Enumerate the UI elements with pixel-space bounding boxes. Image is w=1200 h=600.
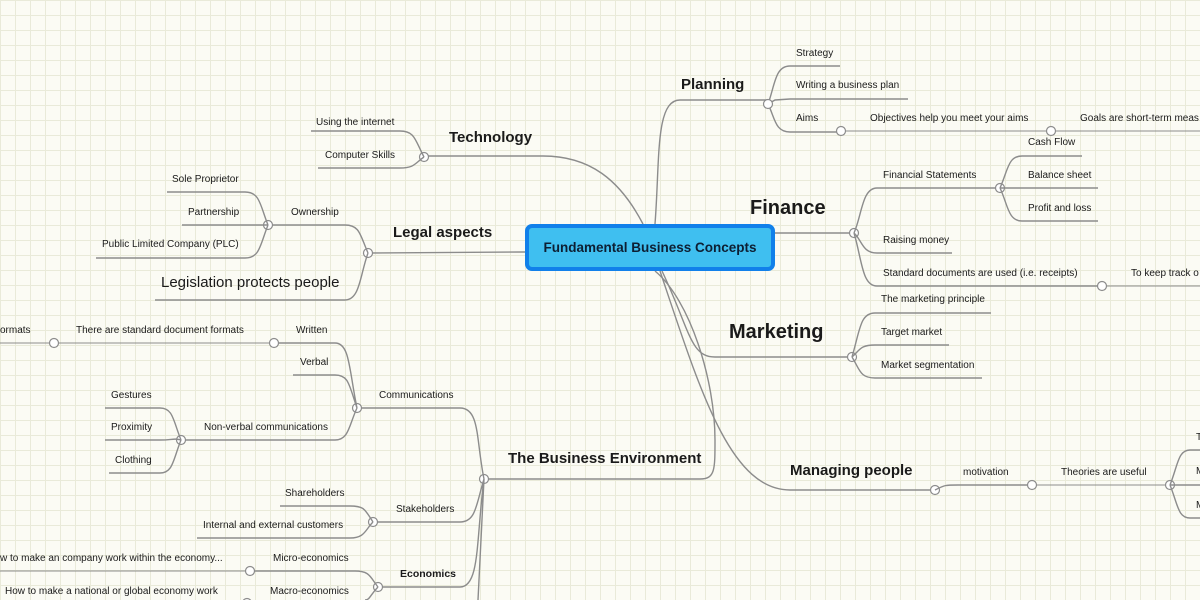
marketing-connector xyxy=(851,312,991,379)
legal-connector xyxy=(155,224,369,301)
communications-label[interactable]: Communications xyxy=(379,390,453,401)
planning-business-plan[interactable]: Writing a business plan xyxy=(796,80,899,91)
communications-written[interactable]: Written xyxy=(296,325,328,336)
business-env-connector xyxy=(357,407,485,600)
managing-cut-label-3: M xyxy=(1196,500,1200,511)
managing-theories[interactable]: Theories are useful xyxy=(1061,467,1147,478)
technology-label[interactable]: Technology xyxy=(449,129,533,146)
legal-ownership[interactable]: Ownership xyxy=(291,207,339,218)
planning-strategy[interactable]: Strategy xyxy=(796,48,833,59)
economics-macro[interactable]: Macro-economics xyxy=(270,586,349,597)
economics-micro-detail[interactable]: w to make an company work within the eco… xyxy=(0,553,223,564)
ownership-connector xyxy=(96,191,269,259)
finance-profit-loss[interactable]: Profit and loss xyxy=(1028,203,1091,214)
stakeholders-connector xyxy=(197,505,374,539)
written-collapse-knob[interactable] xyxy=(268,337,280,349)
planning-branch: Planning Strategy Writing a business pla… xyxy=(681,48,1200,137)
stakeholders-label[interactable]: Stakeholders xyxy=(396,504,454,515)
finance-cash-flow[interactable]: Cash Flow xyxy=(1028,137,1076,148)
economics-micro[interactable]: Micro-economics xyxy=(273,553,349,564)
legal-label[interactable]: Legal aspects xyxy=(393,224,492,241)
marketing-target-market[interactable]: Target market xyxy=(881,327,942,338)
finance-standard-documents[interactable]: Standard documents are used (i.e. receip… xyxy=(883,268,1078,279)
micro-collapse-knob[interactable] xyxy=(244,565,256,577)
managing-people-label[interactable]: Managing people xyxy=(790,462,913,479)
branch-business-environment xyxy=(484,270,716,480)
legal-plc[interactable]: Public Limited Company (PLC) xyxy=(102,239,239,250)
legal-legislation[interactable]: Legislation protects people xyxy=(161,274,339,291)
communications-verbal[interactable]: Verbal xyxy=(300,357,328,368)
technology-computer-skills[interactable]: Computer Skills xyxy=(325,150,395,161)
communications-standard-formats[interactable]: There are standard document formats xyxy=(76,325,244,336)
branch-technology xyxy=(424,155,644,225)
finance-branch: Finance Financial Statements Cash Flow B… xyxy=(750,137,1200,292)
marketing-segmentation[interactable]: Market segmentation xyxy=(881,360,974,371)
technology-branch: Technology Using the internet Computer S… xyxy=(311,117,533,169)
managing-motivation[interactable]: motivation xyxy=(963,467,1009,478)
finance-keep-track[interactable]: To keep track o xyxy=(1131,268,1199,279)
technology-internet[interactable]: Using the internet xyxy=(316,117,395,128)
finance-balance-sheet[interactable]: Balance sheet xyxy=(1028,170,1092,181)
communications-clothing[interactable]: Clothing xyxy=(115,455,152,466)
nonverbal-connector xyxy=(105,407,182,474)
stakeholders-customers[interactable]: Internal and external customers xyxy=(203,520,343,531)
objectives-collapse-knob[interactable] xyxy=(1045,125,1057,137)
motivation-collapse-knob[interactable] xyxy=(1026,479,1038,491)
branch-legal xyxy=(367,251,526,254)
economics-label[interactable]: Economics xyxy=(400,568,456,580)
planning-collapse-knob[interactable] xyxy=(762,98,774,110)
main-branches xyxy=(367,99,935,491)
statements-connector xyxy=(999,155,1098,222)
marketing-branch: Marketing The marketing principle Target… xyxy=(729,294,991,379)
legal-partnership[interactable]: Partnership xyxy=(188,207,240,218)
marketing-label[interactable]: Marketing xyxy=(729,321,823,343)
business-environment-branch: The Business Environment Communications … xyxy=(0,325,701,600)
central-topic[interactable]: Fundamental Business Concepts xyxy=(525,224,775,271)
communications-formats-cut: ormats xyxy=(0,325,31,336)
motivation-connector xyxy=(934,484,1032,491)
finance-statements[interactable]: Financial Statements xyxy=(883,170,976,181)
aims-collapse-knob[interactable] xyxy=(835,125,847,137)
communications-gestures[interactable]: Gestures xyxy=(111,390,152,401)
formats-collapse-knob[interactable] xyxy=(48,337,60,349)
finance-connector xyxy=(853,187,1102,287)
theories-connector xyxy=(1169,449,1200,519)
branch-marketing xyxy=(661,270,852,358)
legal-sole-proprietor[interactable]: Sole Proprietor xyxy=(172,174,239,185)
branch-planning xyxy=(654,99,768,225)
planning-objectives[interactable]: Objectives help you meet your aims xyxy=(870,113,1028,124)
business-environment-label[interactable]: The Business Environment xyxy=(508,450,701,467)
managing-cut-label-2: M xyxy=(1196,466,1200,477)
managing-people-branch: Managing people motivation Theories are … xyxy=(790,432,1200,519)
marketing-principle[interactable]: The marketing principle xyxy=(881,294,985,305)
planning-goals[interactable]: Goals are short-term meas xyxy=(1080,113,1199,124)
finance-raising-money[interactable]: Raising money xyxy=(883,235,949,246)
finance-label[interactable]: Finance xyxy=(750,197,826,219)
economics-macro-detail[interactable]: How to make a national or global economy… xyxy=(5,586,219,597)
communications-nonverbal[interactable]: Non-verbal communications xyxy=(204,422,328,433)
planning-aims[interactable]: Aims xyxy=(796,113,818,124)
communications-proximity[interactable]: Proximity xyxy=(111,422,152,433)
communications-connector xyxy=(181,342,358,441)
technology-connector xyxy=(311,130,425,169)
branch-managing-people xyxy=(659,270,935,491)
documents-collapse-knob[interactable] xyxy=(1096,280,1108,292)
legal-branch: Legal aspects Ownership Sole Proprietor … xyxy=(96,174,492,301)
stakeholders-shareholders[interactable]: Shareholders xyxy=(285,488,344,499)
managing-cut-label-1: T xyxy=(1196,432,1200,443)
planning-label[interactable]: Planning xyxy=(681,76,744,93)
